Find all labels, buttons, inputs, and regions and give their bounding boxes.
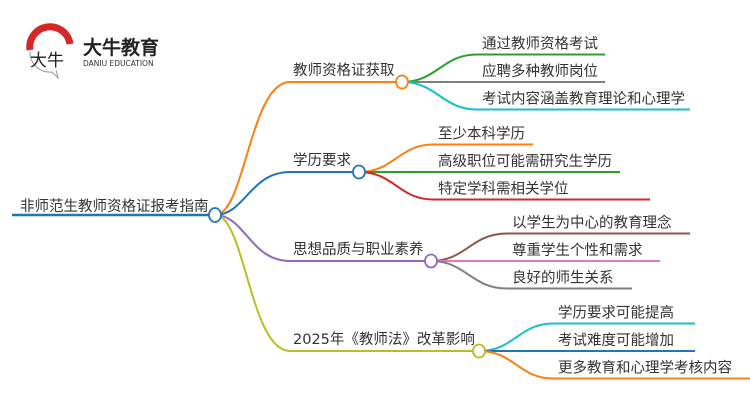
child-label[interactable]: 通过教师资格考试 [482,36,598,53]
child-link [358,171,650,201]
logo: 大牛 大牛教育 DANIU EDUCATION [26,23,159,80]
child-label[interactable]: 应聘多种教师岗位 [482,62,598,80]
branch-label[interactable]: 2025年《教师法》改革影响 [293,331,475,348]
branch-link [214,214,479,352]
child-link [358,143,533,173]
logo-bubble-icon [29,51,59,80]
child-link [401,53,605,83]
branch-link [214,81,402,216]
root-node-toggle[interactable] [208,207,222,223]
child-link [401,81,690,111]
child-label[interactable]: 考试内容涵盖教育理论和心理学 [482,91,685,108]
branch-link [214,214,431,262]
child-label[interactable]: 至少本科学历 [438,126,525,143]
branch-node-toggle[interactable] [424,253,438,269]
branch-label[interactable]: 学历要求 [293,152,351,169]
logo-mark-icon [26,23,74,51]
child-label[interactable]: 特定学科需相关学位 [438,181,569,198]
branch-node-toggle[interactable] [395,74,409,90]
logo-mark-text: 大牛 [30,51,64,71]
child-label[interactable]: 学历要求可能提高 [558,305,674,322]
branch-label[interactable]: 思想品质与职业素养 [293,241,424,258]
child-label[interactable]: 以学生为中心的教育理念 [512,214,672,232]
child-link [430,232,690,262]
logo-subtitle: DANIU EDUCATION [83,59,154,68]
branch-link [214,171,359,216]
child-label[interactable]: 高级职位可能需研究生学历 [438,153,612,170]
root-node-label[interactable]: 非师范生教师资格证报考指南 [20,198,209,215]
child-link [430,260,632,290]
child-link [478,322,695,352]
branch-label[interactable]: 教师资格证获取 [293,62,395,79]
logo-name: 大牛教育 [83,36,159,59]
child-link [478,350,750,380]
child-label[interactable]: 尊重学生个性和需求 [512,242,643,259]
child-label[interactable]: 良好的师生关系 [512,270,614,287]
branch-node-toggle[interactable] [472,343,486,359]
branch-node-toggle[interactable] [352,164,366,180]
child-label[interactable]: 更多教育和心理学考核内容 [558,360,732,377]
child-label[interactable]: 考试难度可能增加 [558,332,674,349]
